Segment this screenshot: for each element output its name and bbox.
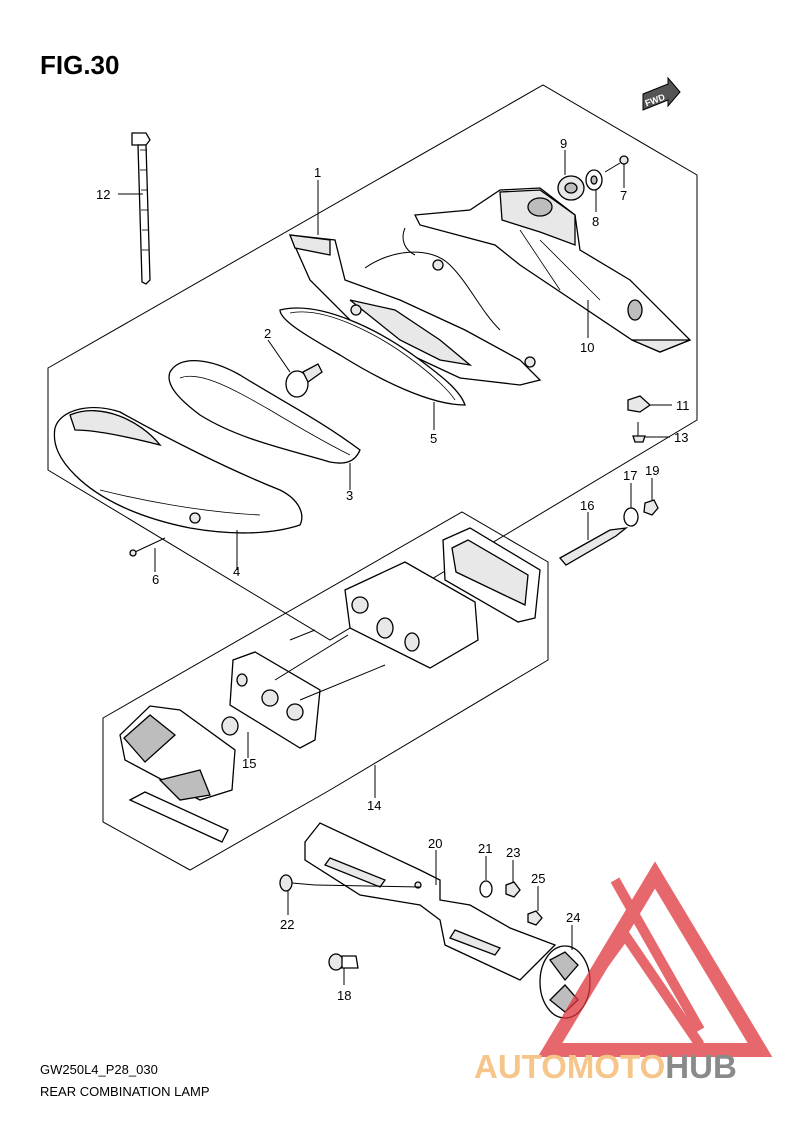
screw-part-7 [604, 155, 629, 173]
callout-16: 16 [580, 498, 594, 513]
watermark-part-3: HUB [665, 1048, 737, 1085]
washer-part-21 [479, 880, 493, 898]
license-lamp-part-14 [119, 527, 541, 843]
callout-12: 12 [96, 187, 110, 202]
washer-part-8 [585, 169, 603, 191]
assembly-14-frame [102, 511, 549, 871]
callout-18: 18 [337, 988, 351, 1003]
callout-15: 15 [242, 756, 256, 771]
bracket-part-10 [413, 187, 692, 353]
callout-11: 11 [676, 398, 690, 413]
cable-tie-part-12 [131, 132, 151, 285]
watermark-part-2: MOTO [566, 1048, 666, 1085]
callout-7: 7 [620, 188, 627, 203]
clip-nut-part-11 [627, 395, 652, 413]
diagram-caption: REAR COMBINATION LAMP [40, 1084, 210, 1099]
callout-13: 13 [674, 430, 688, 445]
callout-2: 2 [264, 326, 271, 341]
bulb-part-2 [285, 363, 323, 398]
callout-14: 14 [367, 798, 381, 813]
callout-20: 20 [428, 836, 442, 851]
callout-25: 25 [531, 871, 545, 886]
grommet-part-9 [557, 175, 585, 201]
callout-17: 17 [623, 468, 637, 483]
watermark-part-1: AUTO [474, 1048, 567, 1085]
callout-19: 19 [645, 463, 659, 478]
washer-part-17 [623, 507, 639, 527]
callout-21: 21 [478, 841, 492, 856]
nut-part-25 [527, 910, 543, 926]
callout-24: 24 [566, 910, 580, 925]
fwd-arrow-icon: FWD [642, 76, 681, 111]
callout-22: 22 [280, 917, 294, 932]
callout-8: 8 [592, 214, 599, 229]
screw-part-6 [129, 537, 166, 557]
figure-title: FIG.30 [40, 50, 120, 80]
screw-part-13 [632, 422, 646, 443]
callout-4: 4 [233, 564, 240, 579]
callout-1: 1 [314, 165, 321, 180]
plug-part-18 [328, 953, 359, 971]
bolt-part-22 [279, 874, 316, 892]
pin-part-16 [558, 527, 629, 566]
callout-9: 9 [560, 136, 567, 151]
callout-10: 10 [580, 340, 594, 355]
diagram-code: GW250L4_P28_030 [40, 1062, 158, 1077]
nut-part-23 [505, 881, 521, 898]
callout-5: 5 [430, 431, 437, 446]
assembly-1-frame [47, 84, 698, 641]
gasket-part-5 [279, 307, 466, 406]
reflector-part-3 [168, 360, 361, 464]
callout-23: 23 [506, 845, 520, 860]
lens-part-4 [53, 406, 303, 534]
callout-3: 3 [346, 488, 353, 503]
watermark-text: AUTOMOTOHUB [474, 1048, 737, 1086]
watermark-logo-icon [537, 861, 773, 1057]
lamp-housing-part-1 [288, 227, 542, 386]
bracket-part-20 [304, 822, 557, 981]
nut-part-19 [643, 499, 659, 516]
callout-6: 6 [152, 572, 159, 587]
